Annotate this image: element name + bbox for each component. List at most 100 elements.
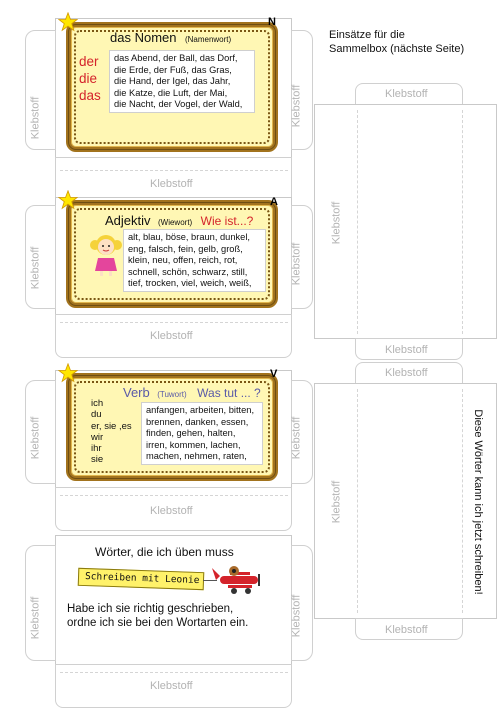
pronoun: ihr	[91, 443, 102, 455]
card-title: das Nomen (Namenwort)	[110, 29, 231, 47]
glue-flap-right-practice	[291, 545, 313, 661]
word-list-verb: anfangen, arbeiten, bitten, brennen, dan…	[141, 402, 263, 465]
question-text: Was tut ... ?	[197, 386, 261, 400]
article-das: das	[79, 88, 101, 103]
pronoun-list: ich du er, sie ,es wir ihr sie	[91, 398, 132, 466]
glue-flap-left-adjektiv	[25, 205, 56, 309]
word-list-nomen: das Abend, der Ball, das Dorf, die Erde,…	[109, 50, 255, 113]
word-line: die Erde, der Fuß, das Gras,	[114, 64, 232, 75]
article-list: der die das	[79, 53, 101, 104]
word-line: schnell, schön, schwarz, still,	[128, 266, 248, 277]
insert-bottom-flap-2	[355, 618, 463, 640]
card-title: Verb (Tuwort) Was tut ... ?	[123, 384, 261, 402]
fold-line	[60, 672, 288, 673]
glue-flap-left-nomen	[25, 30, 56, 150]
pronoun: wir	[91, 431, 104, 443]
glue-label: Klebstoff	[29, 596, 42, 640]
card-letter: A	[270, 196, 278, 208]
word-line: die Hand, der Igel, das Jahr,	[114, 76, 231, 86]
glue-label: Klebstoff	[150, 178, 193, 190]
glue-flap-right-verb	[291, 380, 313, 484]
glue-flap-right-nomen	[291, 30, 313, 150]
practice-heading: Wörter, die ich üben muss	[95, 545, 234, 559]
fold-line	[357, 110, 358, 334]
glue-label: Klebstoff	[330, 480, 343, 524]
glue-label: Klebstoff	[150, 680, 193, 692]
glue-flap-left-verb	[25, 380, 56, 484]
banner-text: Schreiben mit Leonie	[84, 571, 200, 587]
glue-label: Klebstoff	[385, 367, 428, 379]
glue-flap-bottom-adjektiv	[55, 314, 292, 358]
subtitle-text: (Wiewort)	[157, 218, 193, 227]
insert-body-1	[314, 104, 497, 339]
note-line: Sammelbox (nächste Seite)	[329, 43, 465, 55]
word-line: finden, gehen, halten,	[146, 428, 236, 438]
fold-line	[462, 389, 463, 613]
insert-note: Einsätze für die Sammelbox (nächste Seit…	[329, 28, 464, 56]
star-icon	[58, 363, 78, 383]
vertical-note: Diese Wörter kann ich jetzt schreiben!	[472, 409, 484, 595]
title-text: das Nomen	[110, 30, 177, 45]
title-text: Adjektiv	[105, 213, 151, 228]
glue-label: Klebstoff	[290, 416, 303, 460]
banner-rope	[203, 580, 217, 581]
card-letter: V	[270, 368, 278, 380]
practice-text: Habe ich sie richtig geschrieben, ordne …	[67, 602, 248, 630]
word-line: klein, neu, offen, reich, rot,	[128, 255, 238, 265]
fold-line	[60, 170, 288, 171]
word-line: eng, falsch, fein, gelb, groß,	[128, 243, 243, 254]
glue-flap-bottom-verb	[55, 487, 292, 531]
fold-line	[357, 389, 358, 613]
question-text: Wie ist...?	[200, 214, 254, 228]
glue-label: Klebstoff	[29, 96, 42, 140]
glue-label: Klebstoff	[290, 594, 303, 638]
glue-label: Klebstoff	[385, 88, 428, 100]
pronoun: du	[91, 409, 102, 421]
practice-line: ordne ich sie bei den Wortarten ein.	[67, 617, 249, 629]
glue-label: Klebstoff	[29, 246, 42, 290]
article-der: der	[79, 54, 99, 69]
word-line: irren, kommen, lachen,	[146, 439, 241, 450]
card-title: Adjektiv (Wiewort) Wie ist...?	[105, 212, 253, 230]
glue-label: Klebstoff	[330, 201, 343, 245]
fold-line	[60, 322, 288, 323]
fold-line	[462, 110, 463, 334]
word-line: die Katze, die Luft, der Mai,	[114, 87, 228, 98]
word-line: die Nacht, der Vogel, der Wald,	[114, 99, 243, 109]
title-text: Verb	[123, 385, 150, 400]
glue-label: Klebstoff	[290, 84, 303, 128]
glue-label: Klebstoff	[29, 416, 42, 460]
glue-label: Klebstoff	[385, 344, 428, 356]
glue-label: Klebstoff	[385, 624, 428, 636]
pronoun: ich	[91, 398, 104, 409]
subtitle-text: (Namenwort)	[184, 35, 232, 44]
article-die: die	[79, 71, 98, 86]
glue-label: Klebstoff	[290, 242, 303, 286]
word-line: machen, nehmen, raten,	[146, 451, 247, 461]
word-line: tief, trocken, viel, weich, weiß,	[128, 278, 252, 288]
subtitle-text: (Tuwort)	[157, 390, 187, 399]
word-line: das Abend, der Ball, das Dorf,	[114, 53, 238, 63]
glue-flap-left-practice	[25, 545, 56, 661]
card-letter: N	[268, 16, 276, 28]
practice-line: Habe ich sie richtig geschrieben,	[67, 603, 234, 615]
word-line: brennen, danken, essen,	[146, 416, 249, 427]
word-list-adjektiv: alt, blau, böse, braun, dunkel, eng, fal…	[123, 229, 266, 292]
word-line: anfangen, arbeiten, bitten,	[146, 405, 255, 415]
word-line: alt, blau, böse, braun, dunkel,	[128, 232, 250, 242]
glue-label: Klebstoff	[150, 330, 193, 342]
pronoun: sie	[91, 454, 104, 466]
envelope-practice	[55, 535, 292, 665]
note-line: Einsätze für die	[329, 29, 405, 41]
glue-flap-right-adjektiv	[291, 205, 313, 309]
pronoun: er, sie ,es	[91, 420, 132, 432]
glue-flap-bottom-practice	[55, 664, 292, 708]
fold-line	[60, 495, 288, 496]
airplane-icon	[212, 566, 260, 594]
star-icon	[58, 190, 78, 210]
glue-label: Klebstoff	[150, 505, 193, 517]
star-icon	[58, 12, 78, 32]
insert-bottom-flap-1	[355, 338, 463, 360]
insert-body-2	[314, 383, 497, 619]
girl-icon	[90, 235, 122, 276]
